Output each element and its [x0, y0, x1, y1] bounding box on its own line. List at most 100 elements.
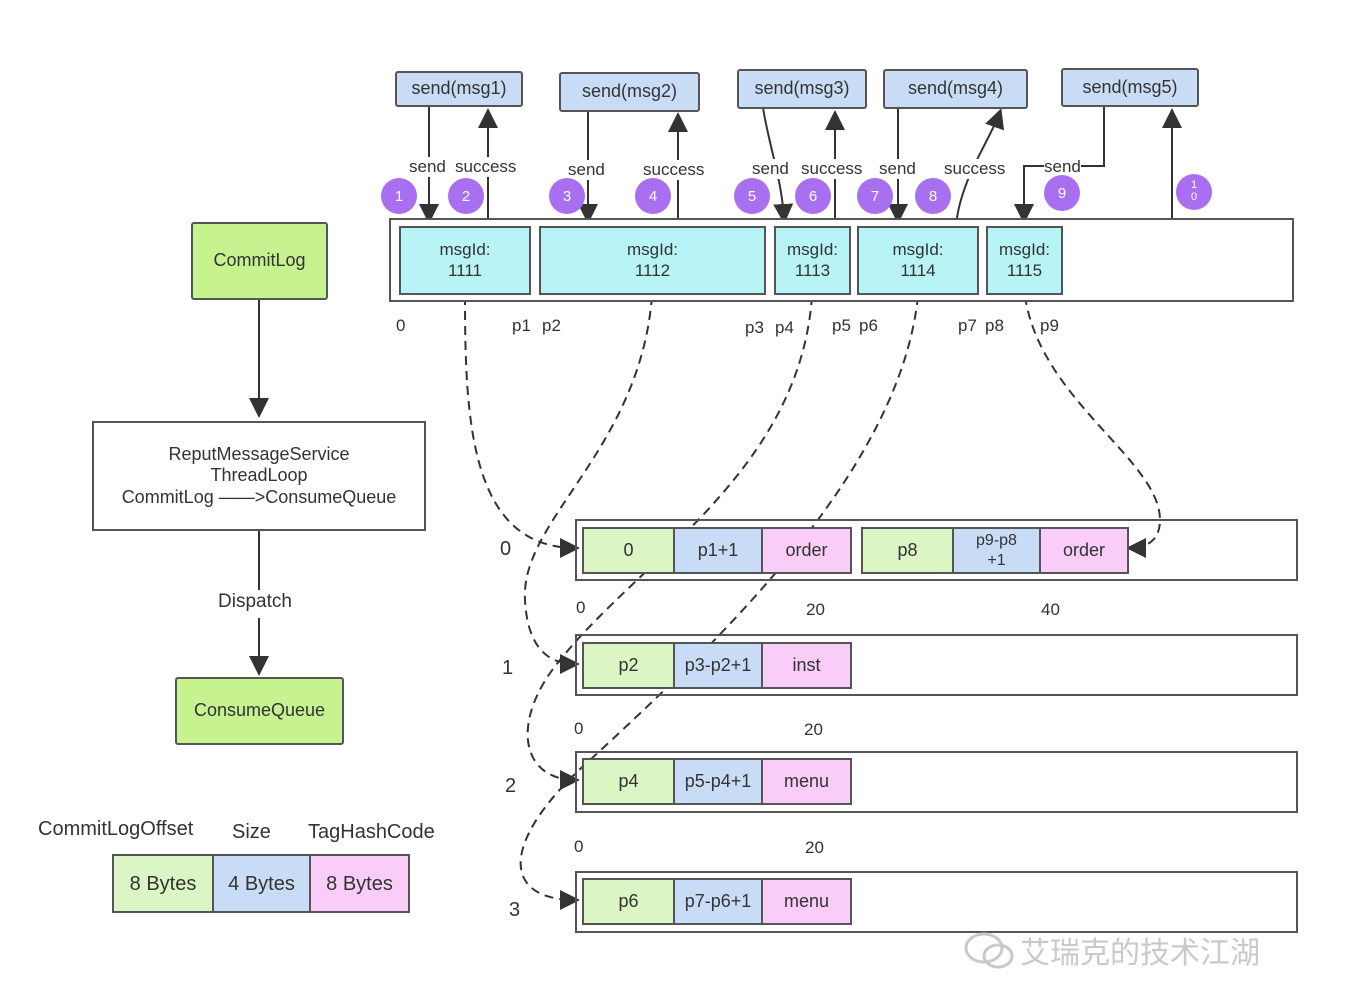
- queue-2-entry-1-offset: p4: [582, 758, 675, 805]
- queue-index-0: 0: [500, 538, 512, 560]
- reput-service-box: ReputMessageService ThreadLoop CommitLog…: [92, 421, 426, 531]
- msg-cell-id: 1115: [1006, 260, 1043, 280]
- msg-cell-1115: msgId:1115: [986, 226, 1063, 295]
- reput-line-2: ThreadLoop: [210, 465, 308, 486]
- step-badge-8: 8: [915, 178, 951, 214]
- send-msg5-box: send(msg5): [1061, 68, 1199, 107]
- step-badge-9: 9: [1044, 175, 1080, 211]
- send-label-7: send: [879, 159, 916, 179]
- success-label-8: success: [944, 159, 1006, 179]
- legend-cell-offset: 8 Bytes: [112, 854, 214, 913]
- legend-header-offset: CommitLogOffset: [38, 818, 194, 840]
- queue-1-strip: [575, 634, 1298, 696]
- reput-line-3: CommitLog ——>ConsumeQueue: [121, 486, 397, 507]
- step-badge-2: 2: [448, 178, 484, 214]
- queue-2-scale-0: 0: [574, 837, 584, 856]
- legend-header-size: Size: [232, 821, 271, 843]
- commitlog-box: CommitLog: [191, 222, 328, 300]
- watermark-text: 艾瑞克的技术江湖: [1020, 937, 1260, 970]
- msg-cell-1111: msgId:1111: [399, 226, 531, 295]
- queue-0-scale-0: 0: [576, 598, 586, 617]
- consumequeue-label: ConsumeQueue: [193, 700, 326, 721]
- queue-0-scale-40: 40: [1041, 600, 1060, 619]
- success-label-6: success: [801, 159, 863, 179]
- reput-line-1: ReputMessageService: [168, 443, 350, 464]
- queue-1-entry-1-offset: p2: [582, 642, 675, 689]
- queue-0-entry-2-size: p9-p8 +1: [952, 527, 1041, 574]
- queue-3-entry-1-size: p7-p6+1: [673, 878, 763, 925]
- step-badge-7: 7: [857, 178, 893, 214]
- msg-cell-1112: msgId:1112: [539, 226, 766, 295]
- queue-1-entry-1-tag: inst: [761, 642, 852, 689]
- queue-3-entry-1-tag: menu: [761, 878, 852, 925]
- offset-label-p8: p8: [985, 316, 1004, 335]
- step-badge-1: 1: [381, 178, 417, 214]
- dispatch-curve-1114: [519, 295, 919, 910]
- queue-1-scale-20: 20: [804, 720, 823, 739]
- msg-cell-label: msgId:: [439, 240, 491, 260]
- offset-label-p6: p6: [859, 316, 878, 335]
- offset-label-p5: p5: [832, 316, 851, 335]
- queue-index-2: 2: [505, 775, 517, 797]
- send-msg1-box: send(msg1): [395, 71, 523, 107]
- offset-label-p2: p2: [542, 316, 561, 335]
- queue-2-entry-1-size: p5-p4+1: [673, 758, 763, 805]
- queue-3-strip: [575, 871, 1298, 933]
- msg-cell-label: msgId:: [626, 240, 679, 260]
- queue-0-entry-2-offset: p8: [861, 527, 954, 574]
- send-msg3-box: send(msg3): [737, 69, 867, 109]
- consumequeue-box: ConsumeQueue: [175, 677, 344, 745]
- step-badge-3: 3: [549, 178, 585, 214]
- send-label-9: send: [1044, 157, 1081, 177]
- step-badge-5: 5: [734, 178, 770, 214]
- msg-cell-label: msgId:: [998, 240, 1051, 260]
- legend-cell-tag: 8 Bytes: [309, 854, 410, 913]
- legend-cell-size: 4 Bytes: [212, 854, 311, 913]
- msg-cell-label: msgId:: [786, 240, 839, 260]
- offset-label-p1: p1: [512, 316, 531, 335]
- dispatch-curve-1111: [464, 295, 580, 558]
- msg-cell-label: msgId:: [892, 240, 944, 260]
- queue-1-entry-1-size: p3-p2+1: [673, 642, 763, 689]
- step-badge-4: 4: [635, 178, 671, 214]
- dispatch-label: Dispatch: [216, 591, 294, 613]
- queue-2-entry-1-tag: menu: [761, 758, 852, 805]
- dispatch-curve-1112: [523, 295, 653, 674]
- offset-label-p4: p4: [775, 318, 794, 337]
- msg-cell-1114: msgId:1114: [857, 226, 979, 295]
- success-label-2: success: [455, 157, 517, 177]
- offset-label-p3: p3: [745, 318, 764, 337]
- msg-cell-id: 1111: [447, 260, 483, 280]
- send-label-3: send: [568, 160, 605, 180]
- send-label-5: send: [752, 159, 789, 179]
- queue-index-3: 3: [509, 899, 521, 921]
- dispatch-curve-1113: [526, 295, 813, 790]
- msg-cell-1113: msgId:1113: [774, 226, 851, 295]
- queue-2-scale-20: 20: [805, 838, 824, 857]
- step-badge-10: 1 0: [1176, 174, 1212, 210]
- success-label-4: success: [643, 160, 705, 180]
- wechat-icon: [964, 932, 1014, 969]
- msg-cell-id: 1114: [900, 260, 936, 280]
- queue-0-entry-1-size: p1+1: [673, 527, 763, 574]
- queue-0-entry-1-offset: 0: [582, 527, 675, 574]
- queue-2-strip: [575, 751, 1298, 813]
- queue-index-1: 1: [502, 657, 514, 679]
- queue-1-scale-0: 0: [574, 719, 584, 738]
- offset-label-p9: p9: [1040, 316, 1059, 335]
- step-badge-6: 6: [795, 178, 831, 214]
- queue-3-entry-1-offset: p6: [582, 878, 675, 925]
- queue-0-strip: [575, 519, 1298, 581]
- queue-0-entry-1-tag: order: [761, 527, 852, 574]
- msg-cell-id: 1113: [794, 260, 831, 280]
- send-msg4-box: send(msg4): [883, 69, 1028, 109]
- queue-0-entry-2-tag: order: [1039, 527, 1129, 574]
- send-msg2-box: send(msg2): [559, 72, 700, 112]
- send-label-1: send: [409, 157, 446, 177]
- legend-header-tag: TagHashCode: [308, 821, 435, 843]
- msg-cell-id: 1112: [634, 260, 671, 280]
- offset-label-0: 0: [396, 316, 406, 335]
- queue-0-scale-20: 20: [806, 600, 825, 619]
- offset-label-p7: p7: [958, 316, 977, 335]
- dispatch-curve-1115: [1024, 295, 1162, 558]
